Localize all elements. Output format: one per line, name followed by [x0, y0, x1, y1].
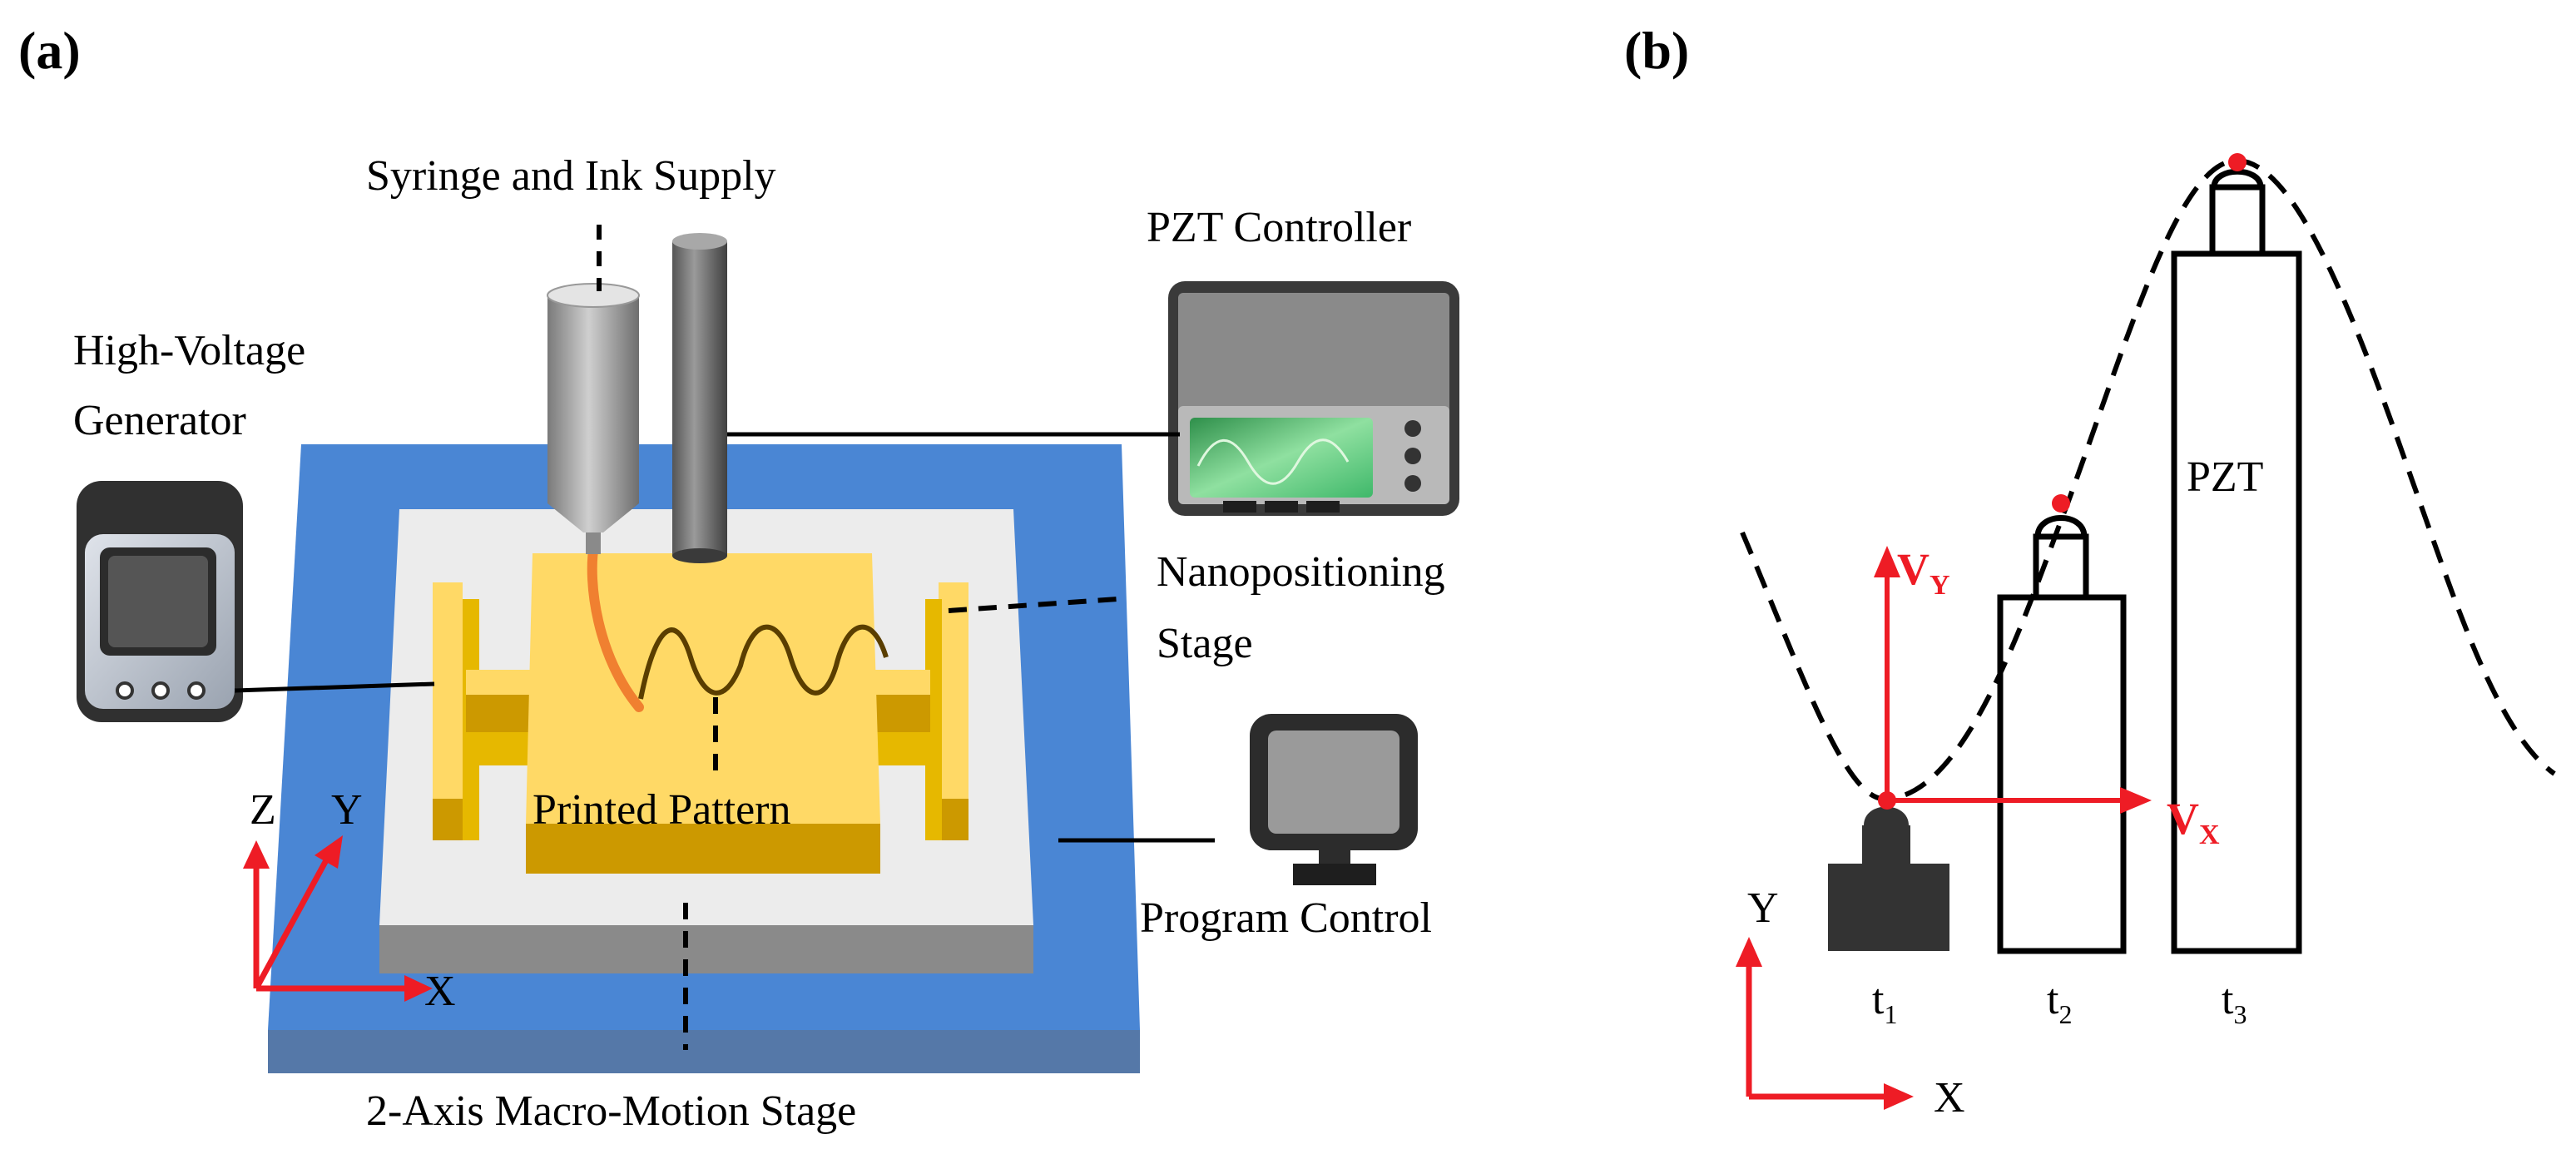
- velocity-arrows: [1874, 546, 2152, 814]
- actuator-t2: [1997, 515, 2127, 954]
- panel-a-labels: Syringe and Ink Supply PZT Controller Hi…: [73, 152, 1445, 1135]
- panel-a-label: (a): [18, 21, 81, 80]
- axis-x-label: X: [424, 968, 456, 1015]
- vy-label: VY: [1897, 544, 1950, 601]
- tip-point-t2: [2052, 494, 2070, 513]
- hv-generator-icon: [77, 481, 243, 722]
- center-block-front: [526, 824, 880, 874]
- time-label-t2: t2: [2047, 976, 2072, 1029]
- left-post-back-shade: [433, 799, 463, 840]
- program-control-label: Program Control: [1140, 894, 1432, 942]
- axis-y-label: Y: [331, 786, 363, 834]
- actuator-t1-tip: [1864, 806, 1909, 825]
- right-post-back: [939, 582, 968, 840]
- pzt-label: PZT: [2187, 453, 2263, 501]
- printed-pattern-label: Printed Pattern: [533, 786, 791, 834]
- right-post-back-shade: [939, 799, 968, 840]
- time-label-t1: t1: [1872, 976, 1897, 1029]
- vy-arrowhead: [1874, 546, 1900, 577]
- nanopositioning-label-1: Nanopositioning: [1157, 548, 1445, 596]
- right-post: [925, 599, 942, 840]
- trajectory-curve: [1740, 157, 2556, 802]
- panel-b-labels: PZT VY VX t1 t2 t3 Y X: [1747, 453, 2263, 1122]
- actuator-t3: [2171, 168, 2302, 954]
- syringe-icon: [547, 283, 640, 554]
- nano-base-front: [379, 925, 1033, 973]
- hv-generator-label-1: High-Voltage: [73, 327, 305, 374]
- actuator-t1-neck: [1862, 825, 1910, 865]
- left-post-back: [433, 582, 463, 840]
- left-arm-front: [466, 695, 531, 732]
- nozzle-rod-icon: [672, 233, 727, 563]
- panel-b: (b): [1624, 21, 2556, 1122]
- vx-arrowhead: [2120, 787, 2152, 814]
- syringe-label: Syringe and Ink Supply: [366, 152, 776, 200]
- panel-b-label: (b): [1624, 21, 1689, 80]
- pzt-actuator-icon: [1828, 806, 1949, 951]
- xyz-axes: [243, 835, 433, 1002]
- time-label-t3: t3: [2222, 976, 2247, 1029]
- ink-jet: [587, 540, 644, 712]
- controller-icon: [1168, 281, 1459, 516]
- monitor-icon: [1250, 714, 1418, 885]
- hv-generator-label-2: Generator: [73, 397, 246, 444]
- vx-label: VX: [2167, 794, 2220, 850]
- nanopositioning-label-2: Stage: [1157, 620, 1253, 667]
- pzt-controller-label: PZT Controller: [1147, 204, 1411, 251]
- left-arm-bottom: [466, 732, 531, 765]
- actuator-t1-body: [1828, 864, 1949, 951]
- panel-a: (a): [18, 21, 1459, 1135]
- hv-cable: [234, 681, 435, 693]
- printed-pattern-wave: [638, 624, 889, 700]
- macro-stage-front: [268, 1030, 1140, 1073]
- left-arm-top: [466, 670, 531, 695]
- connector-lines: [234, 225, 1215, 1050]
- xy-axes: [1736, 937, 1914, 1110]
- axis-y-label-b: Y: [1747, 884, 1779, 932]
- axis-x-label-b: X: [1934, 1074, 1965, 1122]
- axis-z-label: Z: [250, 786, 276, 834]
- macro-stage-label: 2-Axis Macro-Motion Stage: [366, 1087, 856, 1135]
- tip-point-t3: [2228, 153, 2247, 171]
